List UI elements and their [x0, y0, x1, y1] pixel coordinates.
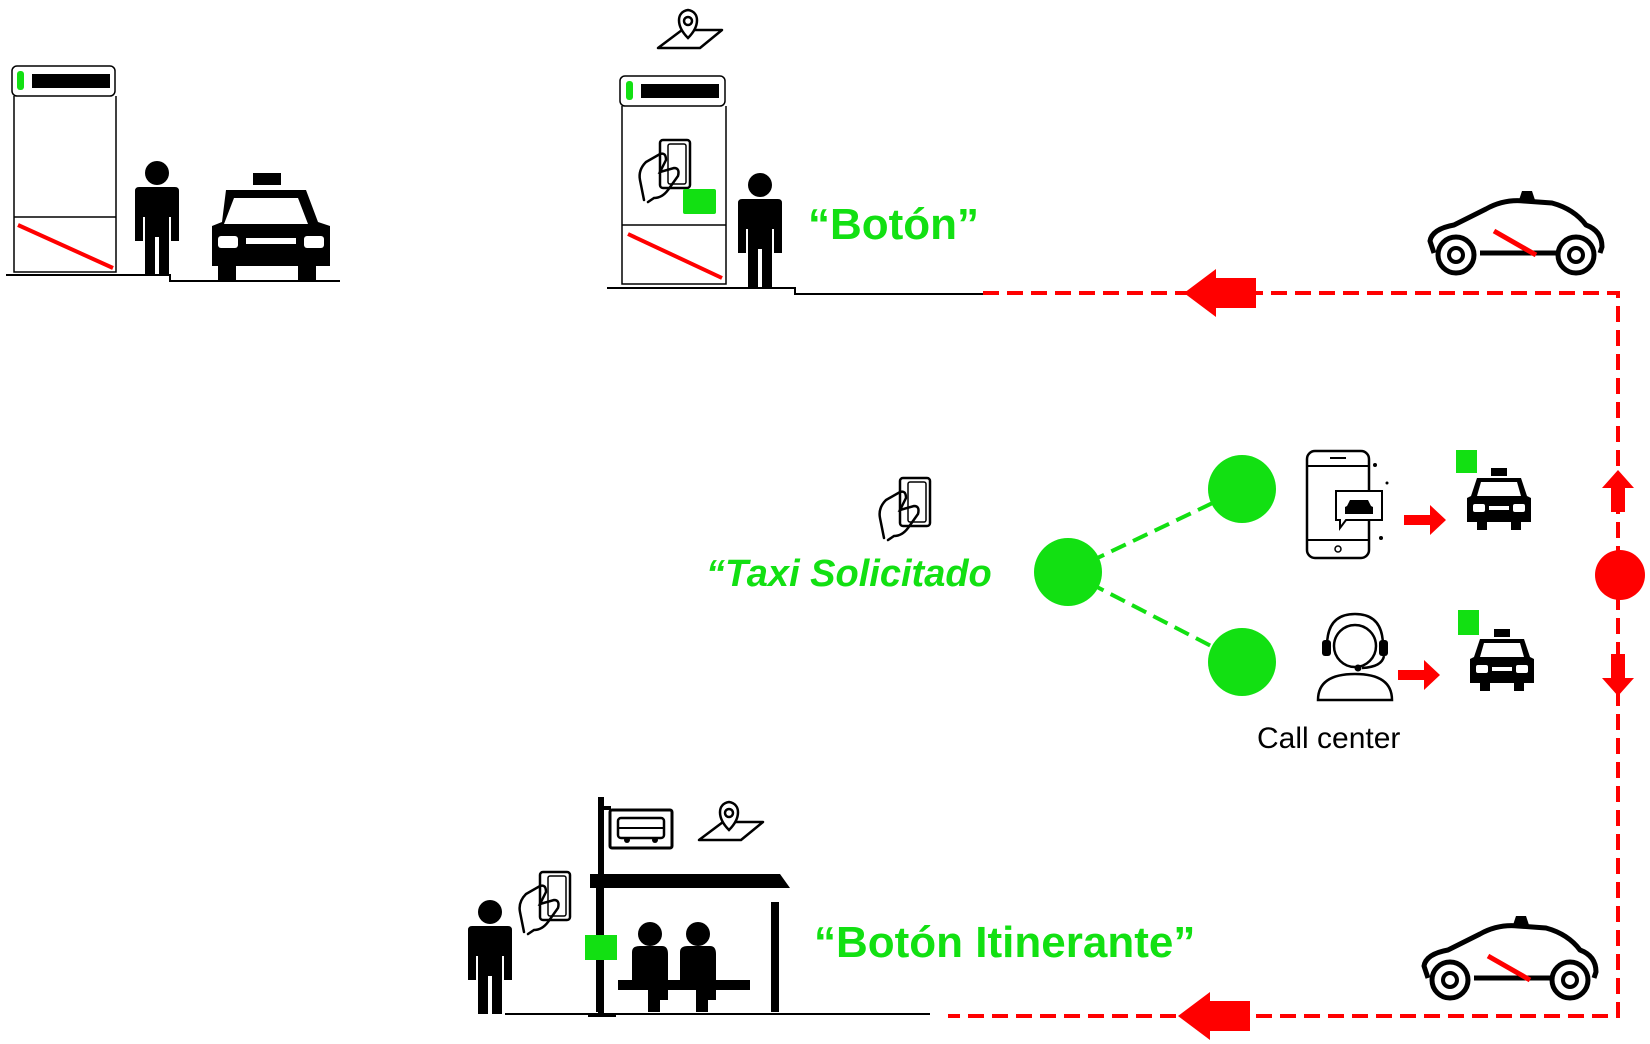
label-boton-itinerante: “Botón Itinerante” — [814, 918, 1196, 967]
red-arrow-up — [1602, 470, 1634, 512]
person-icon — [468, 900, 512, 1014]
green-node-callcenter — [1208, 628, 1276, 696]
sign-base — [588, 1013, 616, 1017]
hand-card-icon — [518, 870, 572, 936]
person-icon — [738, 173, 782, 287]
red-arrow-left — [1178, 992, 1250, 1040]
ground-line — [607, 287, 985, 295]
kiosk-icon — [619, 75, 727, 285]
ground-line — [6, 274, 340, 282]
label-call-center: Call center — [1257, 722, 1401, 755]
green-status-square — [1456, 450, 1477, 473]
red-node — [1595, 550, 1645, 600]
green-node-root — [1034, 538, 1102, 606]
hand-card-icon — [638, 138, 692, 204]
green-button-indicator — [585, 935, 617, 960]
green-node-app — [1208, 455, 1276, 523]
label-boton: “Botón” — [808, 200, 980, 249]
taxi-front-icon — [1470, 629, 1534, 691]
taxi-side-icon — [1430, 191, 1602, 273]
smartphone-taxi-icon — [1305, 449, 1389, 560]
bus-stop-shelter-icon — [590, 874, 790, 1012]
red-arrow-right — [1404, 505, 1446, 535]
green-button-indicator — [683, 189, 716, 214]
hand-card-icon — [878, 476, 932, 542]
person-icon — [135, 161, 179, 275]
red-arrow-right — [1398, 660, 1440, 690]
map-pin-icon — [697, 800, 765, 842]
headset-agent-icon — [1316, 612, 1394, 702]
taxi-side-icon — [1424, 916, 1596, 998]
taxi-front-icon — [212, 173, 330, 282]
green-status-square — [1458, 610, 1479, 635]
red-arrow-left — [1184, 269, 1256, 317]
seated-people-icon — [632, 922, 716, 1012]
taxi-front-icon — [1467, 468, 1531, 530]
red-arrow-down — [1602, 654, 1634, 696]
kiosk-icon — [11, 65, 117, 273]
map-pin-icon — [656, 8, 724, 50]
label-taxi-solicitado: “Taxi Solicitado — [706, 553, 992, 595]
